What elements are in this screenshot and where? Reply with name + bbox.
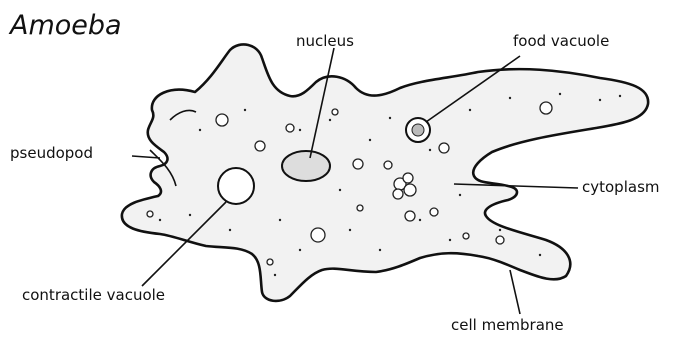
nucleus-organelle xyxy=(282,151,330,181)
food-vacuole-particle xyxy=(412,124,424,136)
label-cell-membrane: cell membrane xyxy=(451,316,564,334)
label-food-vacuole: food vacuole xyxy=(513,32,609,50)
amoeba-cell-body xyxy=(122,44,648,300)
cell-membrane-leader xyxy=(510,270,520,314)
label-cytoplasm: cytoplasm xyxy=(582,178,660,196)
diagram-title: Amoeba xyxy=(8,10,122,41)
contractile-vacuole-organelle xyxy=(218,168,254,204)
label-nucleus: nucleus xyxy=(296,32,354,50)
label-pseudopod: pseudopod xyxy=(10,144,93,162)
label-contractile-vacuole: contractile vacuole xyxy=(22,286,165,304)
